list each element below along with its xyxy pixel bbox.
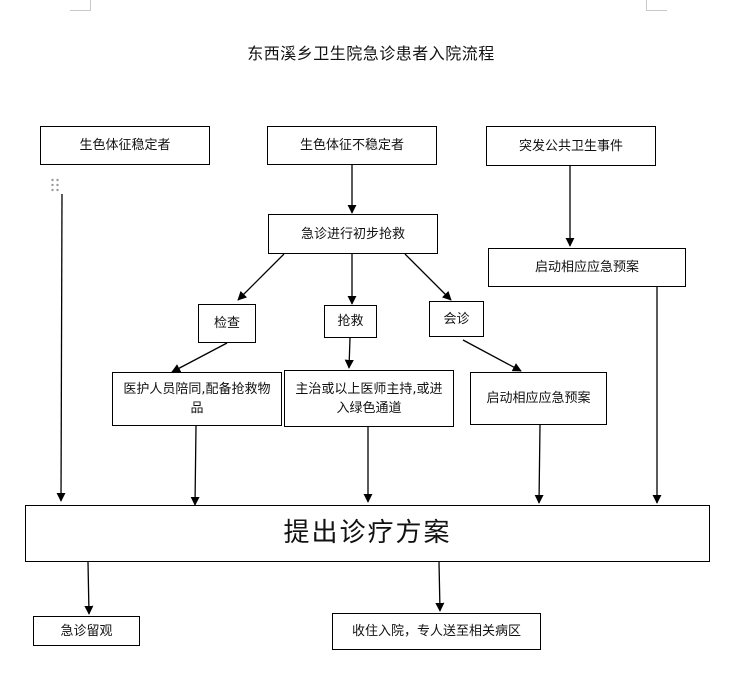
node-treatment-plan: 提出诊疗方案 [25,505,710,562]
arrow-treatment-to-admission [435,561,445,612]
diagram-title: 东西溪乡卫生院急诊患者入院流程 [247,44,495,63]
node-attending: 主治或以上医师主持,或进入绿色通道 [284,370,454,427]
arrow-stable-to-plan [56,193,66,502]
arrow-rescue-to-attending [344,337,354,369]
arrow-treatment-to-observation [84,561,94,615]
drag-handle-icon[interactable] [50,178,60,194]
arrow-plan-to-treatment [534,424,544,504]
node-start-plan-top: 启动相应应急预案 [488,248,686,287]
page-corner-mark [646,0,667,11]
node-staff-escort: 医护人员陪同,配备抢救物品 [112,372,282,426]
node-stable: 生色体征稳定者 [40,126,210,165]
arrow-consult-to-plan [462,339,522,372]
arrow-rescue-to-exam [237,253,285,301]
node-unstable: 生色体征不稳定者 [267,126,437,165]
arrow-exam-to-escort [171,342,228,373]
node-initial-rescue: 急诊进行初步抢救 [268,214,438,254]
arrow-rescue-to-consult [404,253,452,301]
node-admission: 收住入院，专人送至相关病区 [332,613,541,650]
arrow-escort-to-treatment [190,425,200,506]
node-start-plan: 启动相应应急预案 [470,372,607,425]
node-observation: 急诊留观 [33,616,140,646]
node-public-event: 突发公共卫生事件 [486,126,656,166]
node-exam: 检查 [198,304,256,343]
node-rescue: 抢救 [324,305,377,338]
page-corner-mark [70,0,91,11]
node-consult: 会诊 [429,301,484,337]
